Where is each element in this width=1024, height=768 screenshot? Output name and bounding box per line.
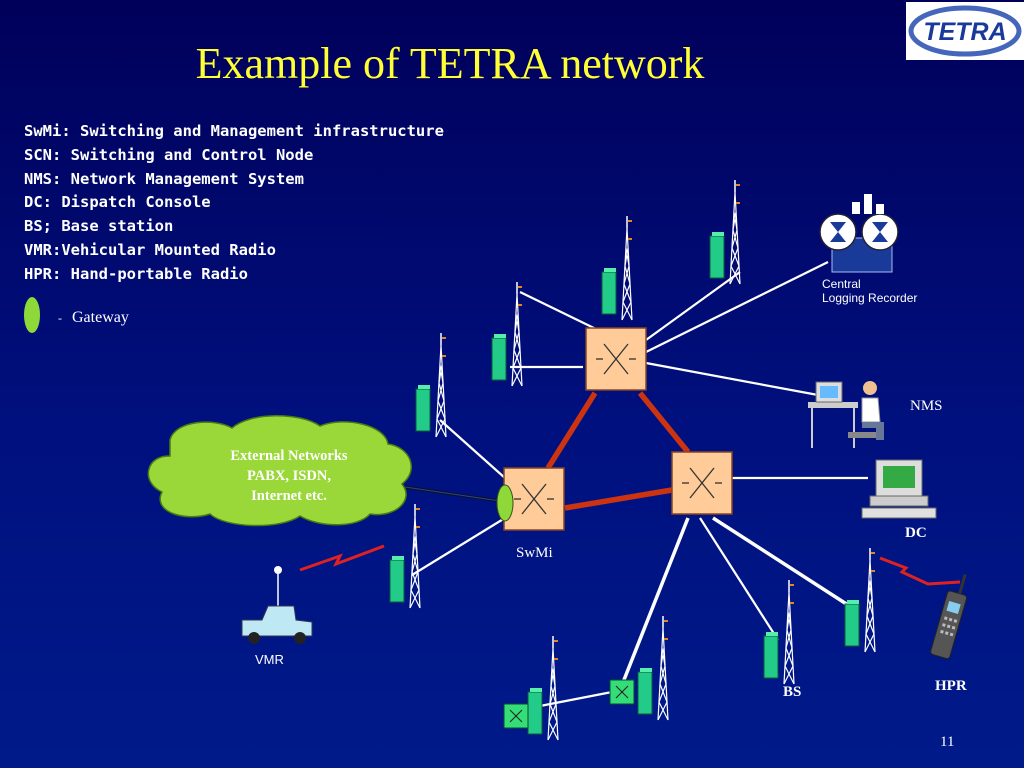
nms-label: NMS bbox=[910, 398, 943, 414]
page-title: Example of TETRA network bbox=[195, 39, 705, 88]
cloud-line: External Networks bbox=[230, 448, 348, 464]
legend-item: VMR:Vehicular Mounted Radio bbox=[24, 240, 276, 259]
legend-item: DC: Dispatch Console bbox=[24, 193, 211, 212]
trunk-link bbox=[564, 487, 673, 511]
legend-item: SwMi: Switching and Management infrastru… bbox=[24, 122, 444, 140]
trunk-link bbox=[637, 391, 691, 454]
cloud-line: Internet etc. bbox=[251, 488, 327, 504]
base-station bbox=[709, 179, 741, 285]
logo-text: TETRA bbox=[923, 18, 1006, 46]
cloud-link bbox=[404, 486, 501, 502]
swmi-label: SwMi bbox=[516, 545, 553, 561]
link-to-bs bbox=[411, 517, 506, 576]
recorder-label: Central Logging Recorder bbox=[822, 277, 917, 305]
gateway-dash: - bbox=[58, 311, 62, 325]
link-to-bs bbox=[439, 419, 506, 479]
link-to-bs bbox=[618, 517, 690, 691]
legend-item: SCN: Switching and Control Node bbox=[24, 145, 314, 164]
link-to-bs bbox=[539, 690, 613, 708]
vmr-truck-icon bbox=[241, 566, 313, 644]
mini-switch bbox=[503, 703, 529, 729]
dispatch-console-icon bbox=[861, 459, 937, 519]
dc-label: DC bbox=[905, 525, 927, 541]
legend-item: NMS: Network Management System bbox=[24, 169, 304, 188]
trunk-link bbox=[545, 391, 598, 470]
base-station bbox=[844, 547, 876, 653]
gateway-label: Gateway bbox=[72, 309, 129, 326]
base-station bbox=[601, 215, 633, 321]
base-station bbox=[763, 579, 795, 685]
legend-item: BS; Base station bbox=[24, 217, 174, 236]
base-station bbox=[527, 635, 559, 741]
logging-recorder-icon bbox=[819, 194, 899, 273]
cloud-line: PABX, ISDN, bbox=[247, 468, 331, 484]
base-station bbox=[491, 281, 523, 387]
switch-node bbox=[585, 327, 647, 391]
link-to-bs bbox=[699, 517, 779, 641]
trunk-links bbox=[545, 391, 691, 511]
link-to-bs bbox=[645, 271, 741, 341]
legend-item: HPR: Hand-portable Radio bbox=[24, 264, 248, 283]
radio-link-icon bbox=[299, 544, 961, 586]
gateway-symbol bbox=[496, 484, 514, 522]
white-links bbox=[411, 261, 868, 708]
legend: SwMi: Switching and Management infrastru… bbox=[24, 120, 444, 287]
recorder-label-line: Central bbox=[822, 277, 861, 291]
link-to-bs bbox=[519, 291, 599, 331]
page-number: 11 bbox=[940, 734, 955, 750]
hpr-handheld-icon bbox=[930, 573, 968, 660]
gateway-symbol bbox=[24, 297, 40, 333]
base-station bbox=[389, 503, 421, 609]
cloud-text: External Networks PABX, ISDN, Internet e… bbox=[180, 446, 398, 506]
link-to-recorder bbox=[645, 261, 829, 353]
tetra-logo: TETRA bbox=[906, 2, 1024, 60]
mini-switch bbox=[609, 679, 635, 705]
external-networks-cloud bbox=[147, 415, 413, 527]
link-to-bs bbox=[712, 516, 849, 607]
recorder-label-line: Logging Recorder bbox=[822, 291, 918, 305]
switch-node bbox=[671, 451, 733, 515]
nms-workstation-icon bbox=[808, 381, 884, 448]
vmr-label: VMR bbox=[255, 652, 284, 667]
bs-label: BS bbox=[783, 684, 802, 700]
link-to-nms bbox=[645, 361, 819, 397]
hpr-label: HPR bbox=[935, 678, 967, 694]
